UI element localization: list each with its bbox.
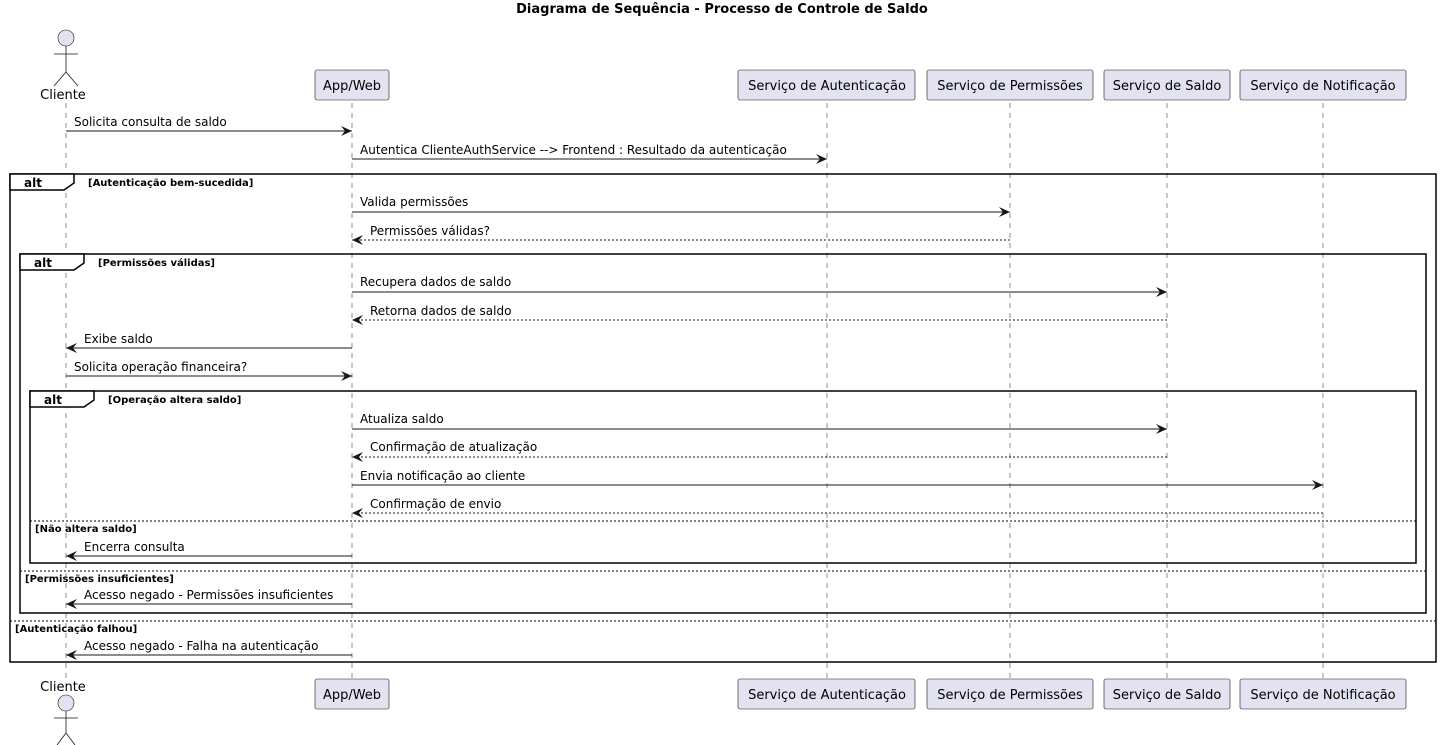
- participant-label: Serviço de Notificação: [1250, 688, 1395, 703]
- fragment-alt-auth: alt [Autenticação bem-sucedida] [Autenti…: [9, 173, 1437, 663]
- actor-cliente-bottom: Cliente: [40, 680, 86, 745]
- diagram-title: Diagrama de Sequência - Processo de Cont…: [516, 2, 928, 17]
- participant-label: Serviço de Autenticação: [748, 79, 906, 94]
- participant-label: App/Web: [323, 79, 381, 94]
- participant-label: Cliente: [40, 88, 86, 103]
- fragment-guard: [Permissões válidas]: [98, 257, 215, 269]
- message-label: Solicita operação financeira?: [74, 360, 247, 374]
- actor-cliente-top: Cliente: [40, 29, 86, 103]
- message-label: Confirmação de envio: [370, 497, 501, 511]
- message-label: Atualiza saldo: [360, 412, 444, 426]
- participant-auth-top: Serviço de Autenticação: [737, 69, 916, 101]
- message-label: Valida permissões: [360, 195, 468, 209]
- fragment-alt-perm: alt [Permissões válidas] [Permissões ins…: [19, 253, 1427, 614]
- participant-label: Serviço de Saldo: [1113, 79, 1222, 94]
- participant-label: Serviço de Permissões: [937, 688, 1083, 703]
- actor-head-icon: [57, 694, 75, 712]
- message-label: Confirmação de atualização: [370, 440, 537, 454]
- fragment-keyword: alt: [34, 256, 52, 270]
- fragment-else-guard: [Autenticação falhou]: [15, 624, 137, 635]
- participant-label: Serviço de Autenticação: [748, 688, 906, 703]
- fragment-keyword: alt: [24, 176, 42, 190]
- participant-perm-top: Serviço de Permissões: [926, 69, 1094, 101]
- message-label: Encerra consulta: [84, 540, 185, 554]
- messages: Solicita consulta de saldo Autentica Cli…: [66, 115, 1323, 660]
- message-label: Retorna dados de saldo: [370, 304, 511, 318]
- message-label: Autentica ClienteAuthService --> Fronten…: [360, 143, 787, 157]
- participant-auth-bottom: Serviço de Autenticação: [737, 678, 916, 710]
- participant-notif-bottom: Serviço de Notificação: [1239, 678, 1407, 710]
- message-label: Exibe saldo: [84, 332, 153, 346]
- message-label: Acesso negado - Falha na autenticação: [84, 639, 319, 653]
- participant-app-bottom: App/Web: [314, 678, 390, 710]
- fragment-alt-op: alt [Operação altera saldo] [Não altera …: [29, 390, 1417, 564]
- fragment-keyword: alt: [44, 393, 62, 407]
- participant-saldo-top: Serviço de Saldo: [1103, 69, 1231, 101]
- message-label: Permissões válidas?: [370, 224, 490, 238]
- message-label: Acesso negado - Permissões insuficientes: [84, 588, 333, 602]
- fragment-else-guard: [Permissões insuficientes]: [25, 574, 174, 585]
- participant-label: Serviço de Notificação: [1250, 79, 1395, 94]
- message-label: Envia notificação ao cliente: [360, 469, 525, 483]
- fragment-guard: [Operação altera saldo]: [108, 395, 241, 406]
- message-label: Recupera dados de saldo: [360, 275, 511, 289]
- participant-label: Serviço de Permissões: [937, 79, 1083, 94]
- fragment-guard: [Autenticação bem-sucedida]: [88, 178, 253, 189]
- participant-label: App/Web: [323, 688, 381, 703]
- participant-label: Serviço de Saldo: [1113, 688, 1222, 703]
- fragment-else-guard: [Não altera saldo]: [35, 524, 137, 535]
- participant-label: Cliente: [40, 680, 86, 695]
- actor-head-icon: [57, 29, 75, 47]
- message-label: Solicita consulta de saldo: [74, 115, 227, 129]
- participant-perm-bottom: Serviço de Permissões: [926, 678, 1094, 710]
- participant-app-top: App/Web: [314, 69, 390, 101]
- participant-saldo-bottom: Serviço de Saldo: [1103, 678, 1231, 710]
- participant-notif-top: Serviço de Notificação: [1239, 69, 1407, 101]
